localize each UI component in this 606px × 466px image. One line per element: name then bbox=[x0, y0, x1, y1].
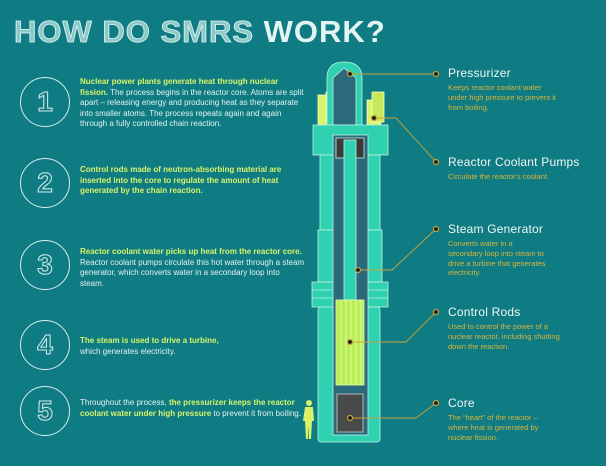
marker-dot bbox=[432, 158, 440, 166]
marker-dot bbox=[354, 266, 362, 274]
step-text: Control rods made of neutron-absorbing m… bbox=[80, 165, 282, 196]
page-title: HOW DO SMRS WORK? bbox=[14, 14, 386, 50]
reactor-core bbox=[336, 393, 364, 433]
leader-lines bbox=[350, 73, 437, 419]
marker-dot bbox=[432, 70, 440, 78]
step-4: 4 The steam is used to drive a turbine, … bbox=[20, 320, 310, 372]
title-outline-text: HOW DO SMRS bbox=[14, 14, 264, 50]
marker-dot bbox=[432, 308, 440, 316]
step-number: 1 bbox=[37, 86, 54, 118]
step-3: 3 Reactor coolant water picks up heat fr… bbox=[20, 240, 310, 292]
step-number-circle: 1 bbox=[20, 77, 70, 127]
step-number-circle: 4 bbox=[20, 320, 70, 370]
step-number: 3 bbox=[37, 249, 54, 281]
title-bold-text: WORK? bbox=[263, 14, 386, 49]
marker-dot bbox=[346, 338, 354, 346]
step-text: Nuclear power plants generate heat throu… bbox=[80, 77, 304, 129]
coolant-pump bbox=[371, 91, 385, 123]
step-text: Reactor coolant water picks up heat from… bbox=[80, 247, 305, 288]
marker-dot bbox=[370, 114, 378, 122]
person-silhouette-icon bbox=[303, 400, 314, 439]
step-number: 5 bbox=[37, 395, 54, 427]
step-number: 2 bbox=[37, 167, 54, 199]
marker-dot bbox=[432, 399, 440, 407]
marker-dot bbox=[432, 225, 440, 233]
pressurizer-cutaway bbox=[332, 67, 357, 126]
marker-dot bbox=[346, 414, 354, 422]
step-1: 1 Nuclear power plants generate heat thr… bbox=[20, 77, 310, 129]
step-text: Throughout the process, the pressurizer … bbox=[80, 398, 301, 418]
step-text: The steam is used to drive a turbine, wh… bbox=[80, 336, 219, 356]
step-number: 4 bbox=[37, 329, 54, 361]
step-5: 5 Throughout the process, the pressurize… bbox=[20, 386, 310, 438]
marker-dot bbox=[346, 70, 354, 78]
step-number-circle: 2 bbox=[20, 158, 70, 208]
step-number-circle: 5 bbox=[20, 386, 70, 436]
steam-generator-riser bbox=[343, 139, 357, 301]
step-number-circle: 3 bbox=[20, 240, 70, 290]
step-2: 2 Control rods made of neutron-absorbing… bbox=[20, 158, 310, 210]
